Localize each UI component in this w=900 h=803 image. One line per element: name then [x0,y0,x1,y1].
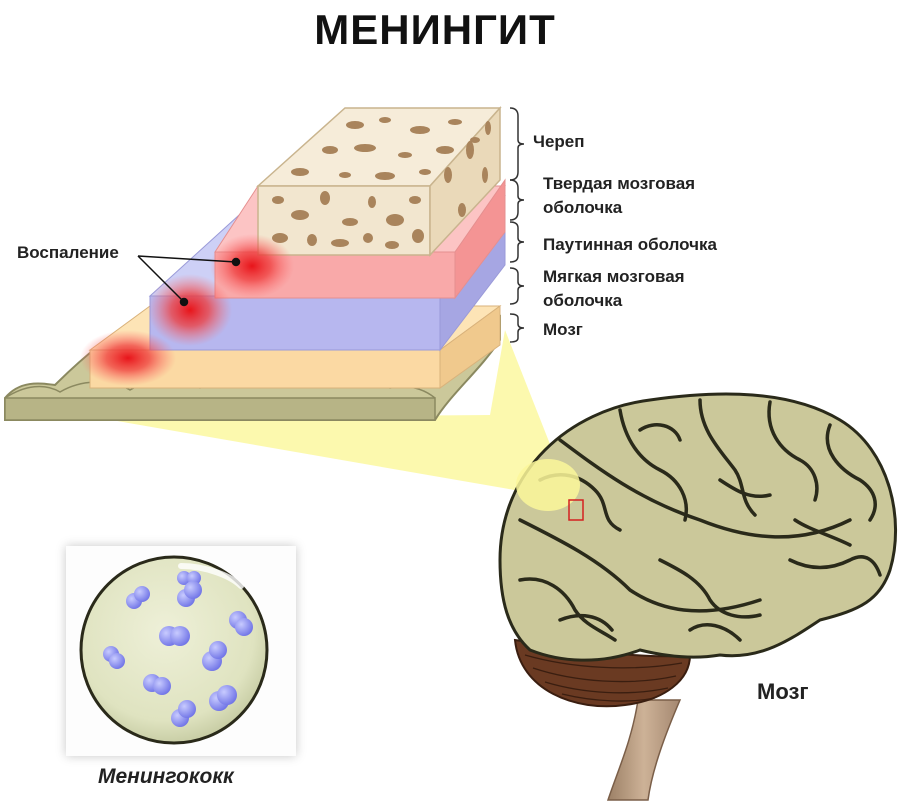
brain-highlight [516,459,580,511]
zoom-marker [568,499,584,521]
label-meningococcus: Менингококк [98,765,234,788]
zoom-beam [100,330,572,500]
label-arachnoid: Паутинная оболочка [543,235,717,254]
label-dura-line1: Твердая мозговая [543,174,696,193]
label-brain-layer: Мозг [543,320,583,339]
label-skull: Череп [533,132,585,151]
inflammation-spots [80,234,294,386]
brainstem [606,699,682,801]
label-inflammation: Воспаление [17,243,119,262]
page-title: МЕНИНГИТ [314,6,556,53]
label-brain: Мозг [757,679,809,704]
label-dura-line2: оболочка [543,198,623,217]
bacteria-inset [66,546,296,756]
cerebrum [498,392,897,662]
skull-block [256,106,502,257]
petri-dish [79,555,269,745]
cocci [103,571,253,727]
inflammation-pointers [137,255,241,307]
label-pia-line2: оболочка [543,291,623,310]
layer-brackets [509,107,525,343]
label-pia-line1: Мягкая мозговая [543,267,685,286]
brain-illustration [498,392,897,801]
